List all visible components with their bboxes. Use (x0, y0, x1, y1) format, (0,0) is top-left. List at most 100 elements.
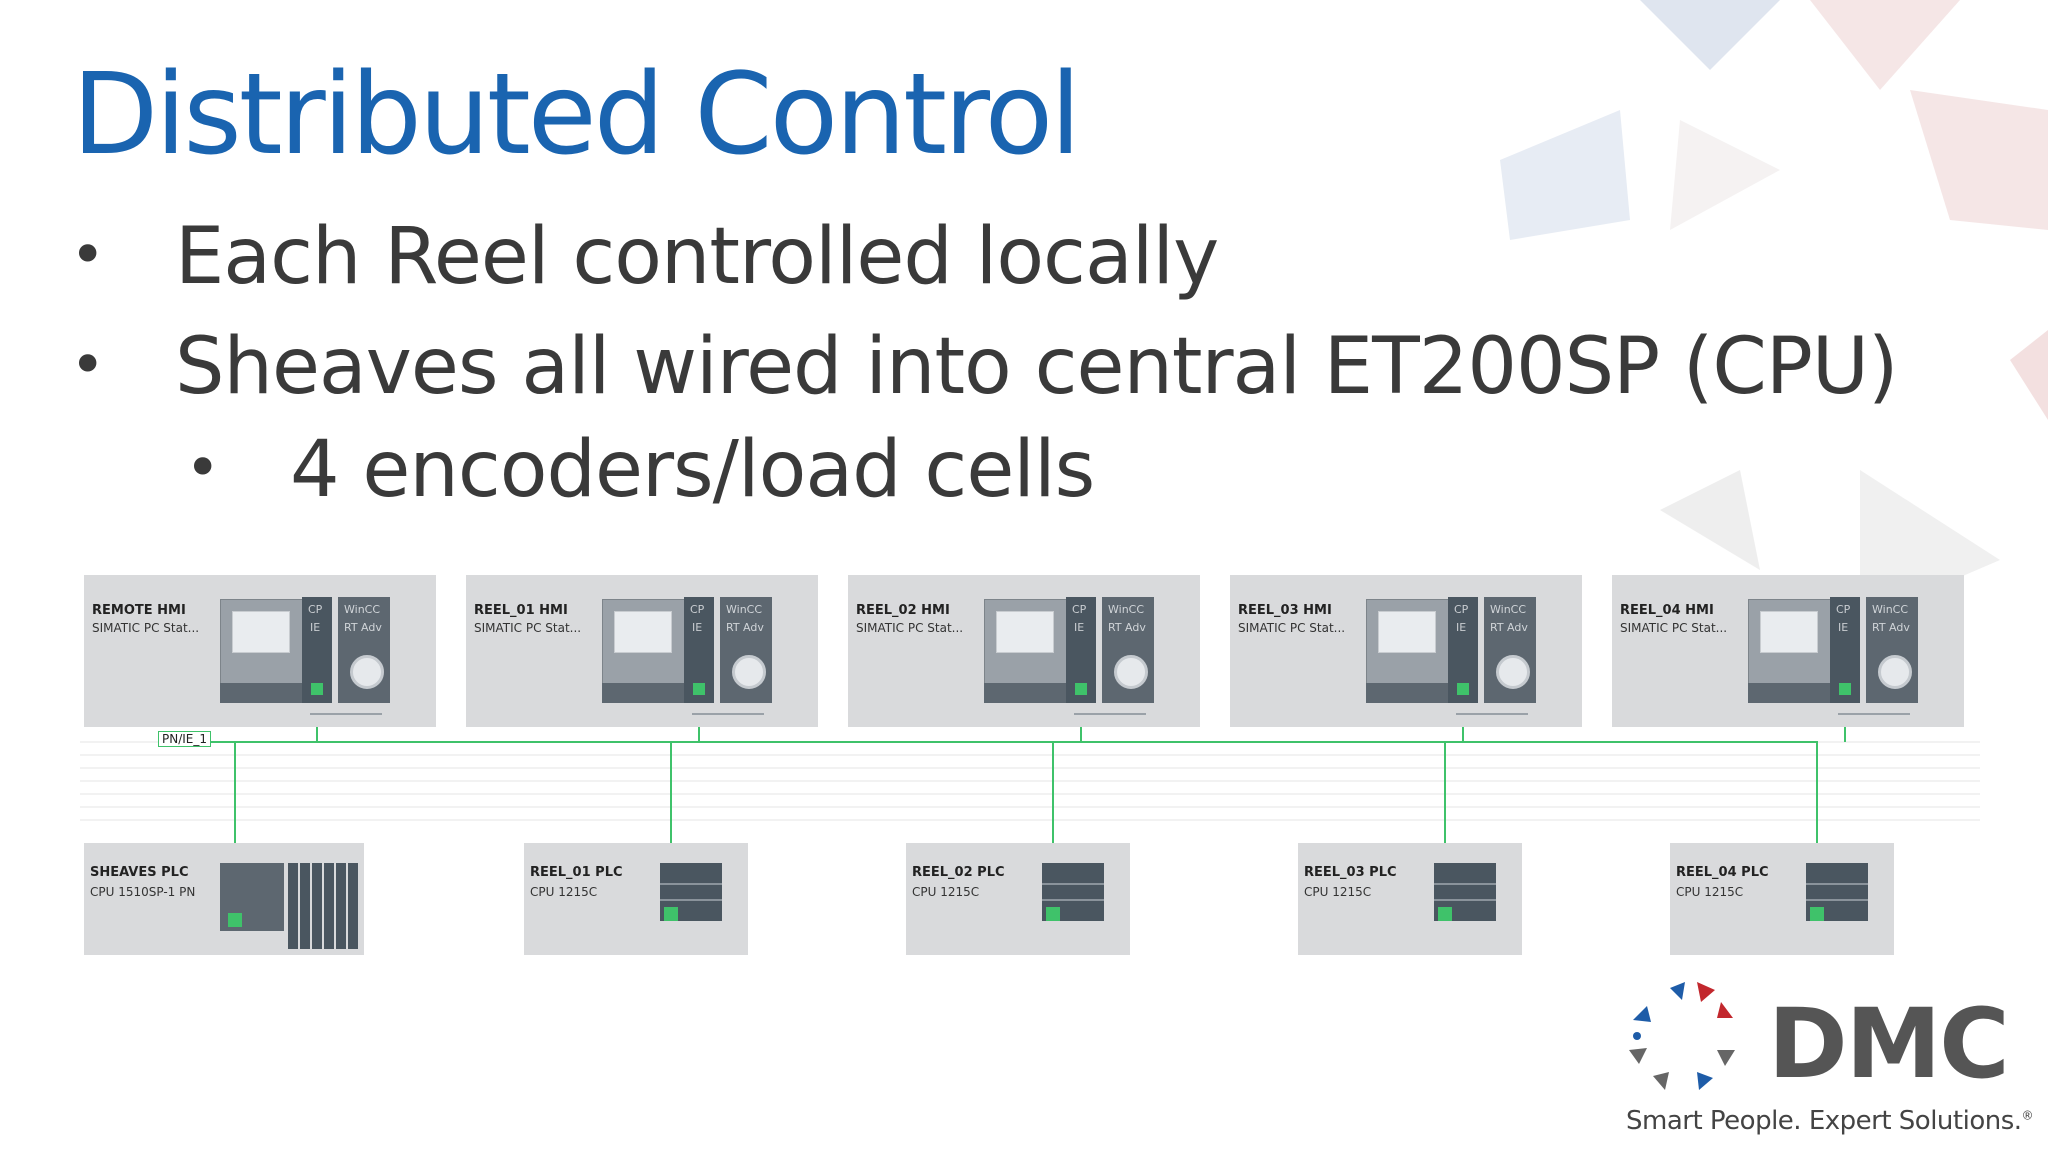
plc-device-sheaves[interactable]: SHEAVES PLC CPU 1510SP-1 PN (84, 843, 364, 955)
rt-label: RT Adv (1490, 621, 1528, 634)
ie-label: IE (1456, 621, 1467, 634)
cp-label: CP (1072, 603, 1087, 616)
plc-stripe (660, 883, 722, 885)
device-name: SHEAVES PLC (90, 865, 189, 880)
port-icon[interactable] (228, 913, 242, 927)
connector-icon (1074, 713, 1146, 715)
disc-icon (1496, 655, 1530, 689)
io-module (348, 863, 358, 949)
pc-base (602, 683, 684, 703)
ie-label: IE (1838, 621, 1849, 634)
pc-base (1748, 683, 1830, 703)
device-type: SIMATIC PC Stat... (1238, 621, 1346, 635)
connector-icon (310, 713, 382, 715)
device-type: CPU 1215C (530, 885, 598, 899)
hmi-device-reel-01[interactable]: REEL_01 HMI SIMATIC PC Stat... CP IE WinCC RT… (466, 575, 818, 727)
dmc-logo-mark (1629, 982, 1735, 1090)
bullet-item: • Each Reel controlled locally (70, 212, 1219, 302)
pc-screen (1760, 611, 1818, 653)
network-diagram: PN/IE_1 REMOTE HMI SIMATIC PC Stat... CP IE… (80, 575, 1980, 965)
device-name: REMOTE HMI (92, 603, 186, 618)
io-module (312, 863, 322, 949)
bullet-text: Sheaves all wired into central ET200SP (… (175, 322, 1898, 412)
rt-label: RT Adv (726, 621, 764, 634)
plc-stripe (1806, 899, 1868, 901)
io-module (324, 863, 334, 949)
device-type: SIMATIC PC Stat... (92, 621, 200, 635)
device-name: REEL_04 HMI (1620, 603, 1714, 618)
registered-mark: ® (2021, 1108, 2034, 1123)
device-name: REEL_01 PLC (530, 865, 623, 880)
ie-label: IE (692, 621, 703, 634)
device-type: SIMATIC PC Stat... (1620, 621, 1728, 635)
plc-device-reel-03[interactable]: REEL_03 PLC CPU 1215C (1298, 843, 1522, 955)
connector-icon (1838, 713, 1910, 715)
bullet-text: 4 encoders/load cells (290, 425, 1095, 515)
device-name: REEL_02 HMI (856, 603, 950, 618)
io-module (300, 863, 310, 949)
device-name: REEL_01 HMI (474, 603, 568, 618)
wincc-label: WinCC (344, 603, 381, 616)
cp-label: CP (1836, 603, 1851, 616)
pc-screen (614, 611, 672, 653)
background-decoration (1500, 0, 2048, 620)
ie-label: IE (1074, 621, 1085, 634)
rt-label: RT Adv (1108, 621, 1146, 634)
pc-base (984, 683, 1066, 703)
bullet-dot: • (70, 330, 105, 400)
port-icon[interactable] (1457, 683, 1469, 695)
plc-device-reel-01[interactable]: REEL_01 PLC CPU 1215C (524, 843, 748, 955)
device-type: SIMATIC PC Stat... (856, 621, 964, 635)
disc-icon (1114, 655, 1148, 689)
dmc-tagline-text: Smart People. Expert Solutions. (1626, 1106, 2022, 1136)
cp-label: CP (690, 603, 705, 616)
device-type: CPU 1215C (1676, 885, 1744, 899)
disc-icon (732, 655, 766, 689)
bullet-text: Each Reel controlled locally (175, 212, 1219, 302)
connector-icon (1456, 713, 1528, 715)
disc-icon (350, 655, 384, 689)
device-type: SIMATIC PC Stat... (474, 621, 582, 635)
bullet-dot: • (70, 220, 105, 290)
hmi-device-reel-02[interactable]: REEL_02 HMI SIMATIC PC Stat... CP IE WinCC RT… (848, 575, 1200, 727)
port-icon[interactable] (311, 683, 323, 695)
port-icon[interactable] (664, 907, 678, 921)
device-name: REEL_03 PLC (1304, 865, 1397, 880)
sub-bullet-item: • 4 encoders/load cells (185, 425, 1095, 515)
port-icon[interactable] (1046, 907, 1060, 921)
device-type: CPU 1510SP-1 PN (90, 885, 196, 899)
rt-label: RT Adv (1872, 621, 1910, 634)
port-icon[interactable] (1810, 907, 1824, 921)
plc-stripe (1434, 899, 1496, 901)
port-icon[interactable] (693, 683, 705, 695)
port-icon[interactable] (1839, 683, 1851, 695)
plc-stripe (660, 899, 722, 901)
device-name: REEL_03 HMI (1238, 603, 1332, 618)
slide-title: Distributed Control (72, 50, 1081, 180)
wincc-label: WinCC (726, 603, 763, 616)
cp-label: CP (308, 603, 323, 616)
connector-icon (692, 713, 764, 715)
pc-screen (232, 611, 290, 653)
io-module (288, 863, 298, 949)
network-label[interactable]: PN/IE_1 (158, 731, 212, 747)
cp-label: CP (1454, 603, 1469, 616)
device-type: CPU 1215C (1304, 885, 1372, 899)
plc-stripe (1042, 899, 1104, 901)
bullet-dot: • (185, 433, 220, 503)
port-icon[interactable] (1075, 683, 1087, 695)
ie-label: IE (310, 621, 321, 634)
wincc-label: WinCC (1872, 603, 1909, 616)
io-module (336, 863, 346, 949)
disc-icon (1878, 655, 1912, 689)
dmc-brand: DMC (1768, 988, 2010, 1100)
plc-device-reel-04[interactable]: REEL_04 PLC CPU 1215C (1670, 843, 1894, 955)
port-icon[interactable] (1438, 907, 1452, 921)
wincc-label: WinCC (1108, 603, 1145, 616)
pc-base (1366, 683, 1448, 703)
device-name: REEL_04 PLC (1676, 865, 1769, 880)
hmi-device-reel-04[interactable]: REEL_04 HMI SIMATIC PC Stat... CP IE WinCC RT… (1612, 575, 1964, 727)
